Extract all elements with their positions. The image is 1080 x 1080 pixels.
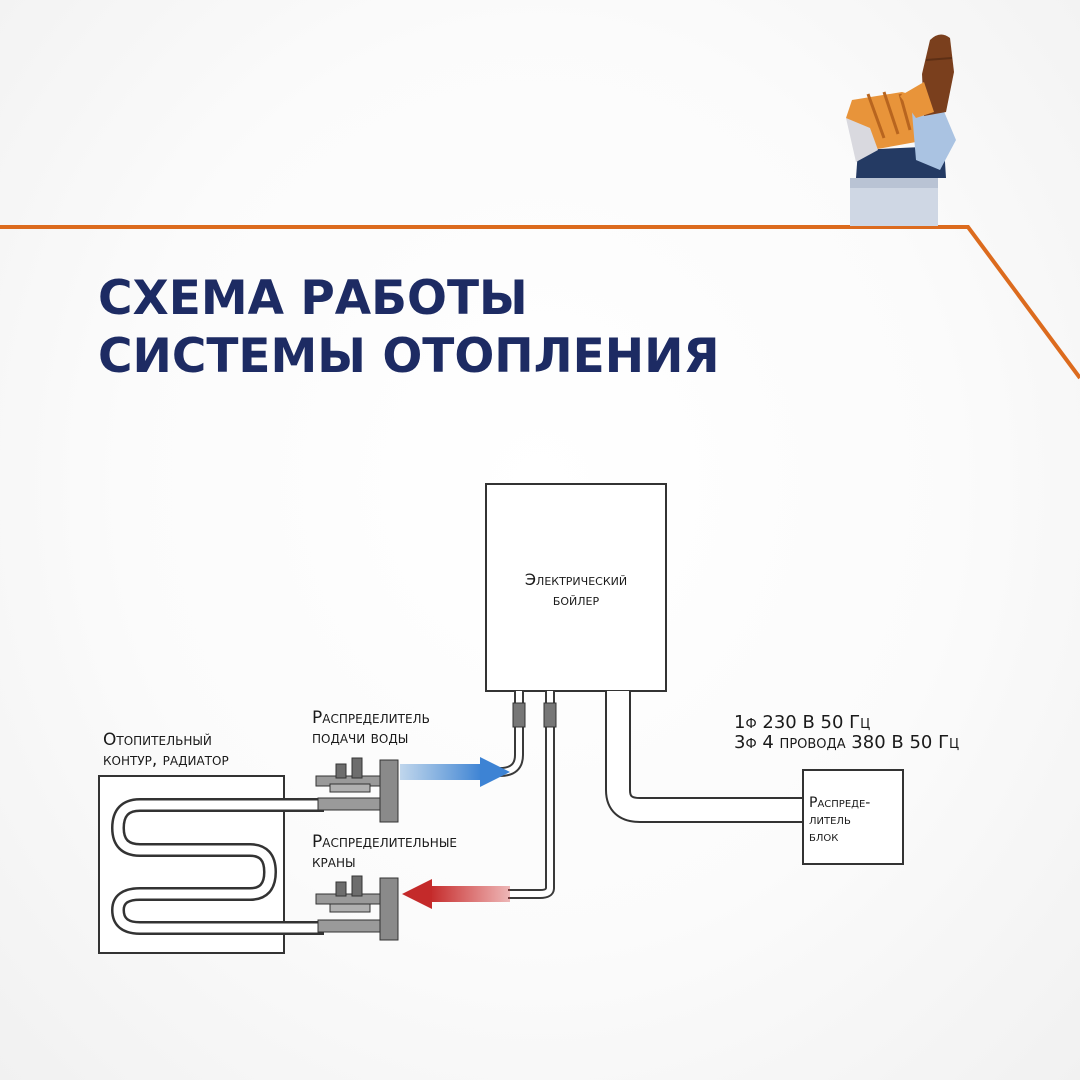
power-spec-label: 1ф 230 В 50 Гц 3ф 4 провода 380 В 50 Гц [734, 713, 959, 753]
supply-distributor-label-line-2: подачи воды [312, 728, 409, 748]
distribution-block-label-line-2: литель [809, 812, 851, 828]
glove-pointing-up-icon [846, 34, 956, 226]
distribution-block-label: Распреде- литель блок [809, 795, 870, 846]
boiler-label: Электрический бойлер [488, 570, 664, 610]
distribution-block-label-line-1: Распреде- [809, 795, 871, 811]
distribution-valves-label-line-2: краны [312, 852, 356, 872]
supply-manifold [315, 757, 399, 823]
heating-circuit-label-line-1: Отопительный [103, 730, 212, 750]
supply-flow-arrow [400, 757, 510, 787]
electric-boiler [485, 483, 667, 692]
page-title: СХЕМА РАБОТЫ СИСТЕМЫ ОТОПЛЕНИЯ [98, 270, 720, 386]
distribution-block [802, 769, 904, 865]
power-spec-three-phase: 3ф 4 провода 380 В 50 Гц [734, 732, 960, 753]
supply-distributor-label: Распределитель подачи воды [312, 708, 430, 748]
heating-circuit-label-line-2: контур, радиатор [103, 750, 229, 770]
boiler-label-line-1: Электрический [524, 570, 628, 589]
return-flow-arrow [402, 879, 510, 909]
heating-circuit-label: Отопительный контур, радиатор [103, 730, 229, 770]
distribution-valves-label: Распределительные краны [312, 832, 457, 872]
accent-line [0, 225, 1080, 380]
boiler-label-line-2: бойлер [552, 590, 600, 609]
distribution-block-label-line-3: блок [809, 829, 839, 845]
distribution-valves-label-line-1: Распределительные [312, 832, 457, 852]
title-line-1: СХЕМА РАБОТЫ [98, 271, 528, 326]
return-manifold [315, 875, 399, 941]
title-line-2: СИСТЕМЫ ОТОПЛЕНИЯ [98, 329, 720, 384]
supply-distributor-label-line-1: Распределитель [312, 708, 430, 728]
power-spec-single-phase: 1ф 230 В 50 Гц [734, 712, 871, 733]
